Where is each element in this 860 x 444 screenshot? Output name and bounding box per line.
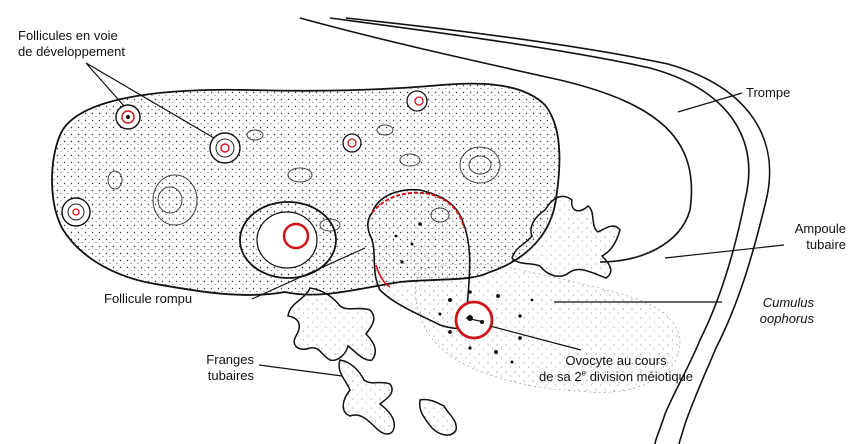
- label-ovocyte-line2-pre: de sa 2: [539, 369, 582, 384]
- label-cumulus: Cumulus oophorus: [724, 295, 814, 327]
- leader-ampoule: [665, 245, 784, 258]
- label-follicules-line2: de développement: [18, 44, 125, 60]
- label-trompe: Trompe: [746, 85, 790, 101]
- leader-follicules-a: [86, 63, 124, 106]
- label-franges-line1: Franges: [170, 352, 254, 368]
- label-ovocyte-line2-post: division méiotique: [586, 369, 693, 384]
- label-follicules-line1: Follicules en voie: [18, 28, 125, 44]
- label-follicules: Follicules en voie de développement: [18, 28, 125, 60]
- label-ampoule: Ampoule tubaire: [786, 221, 846, 253]
- label-cumulus-line2: oophorus: [724, 311, 814, 327]
- label-ovocyte-line1: Ovocyte au cours: [524, 353, 708, 369]
- label-trompe-text: Trompe: [746, 85, 790, 101]
- mature-follicle: [240, 202, 336, 278]
- oocyte: [456, 302, 492, 338]
- label-ampoule-line2: tubaire: [786, 237, 846, 253]
- label-cumulus-line1: Cumulus: [724, 295, 814, 311]
- label-follicule-rompu: Follicule rompu: [104, 291, 192, 307]
- label-follicule-rompu-text: Follicule rompu: [104, 291, 192, 307]
- label-franges: Franges tubaires: [170, 352, 254, 384]
- label-ampoule-line1: Ampoule: [786, 221, 846, 237]
- leader-franges: [259, 365, 342, 376]
- label-ovocyte: Ovocyte au cours de sa 2e division méiot…: [524, 353, 708, 385]
- label-franges-line2: tubaires: [170, 368, 254, 384]
- label-ovocyte-line2: de sa 2e division méiotique: [524, 369, 708, 385]
